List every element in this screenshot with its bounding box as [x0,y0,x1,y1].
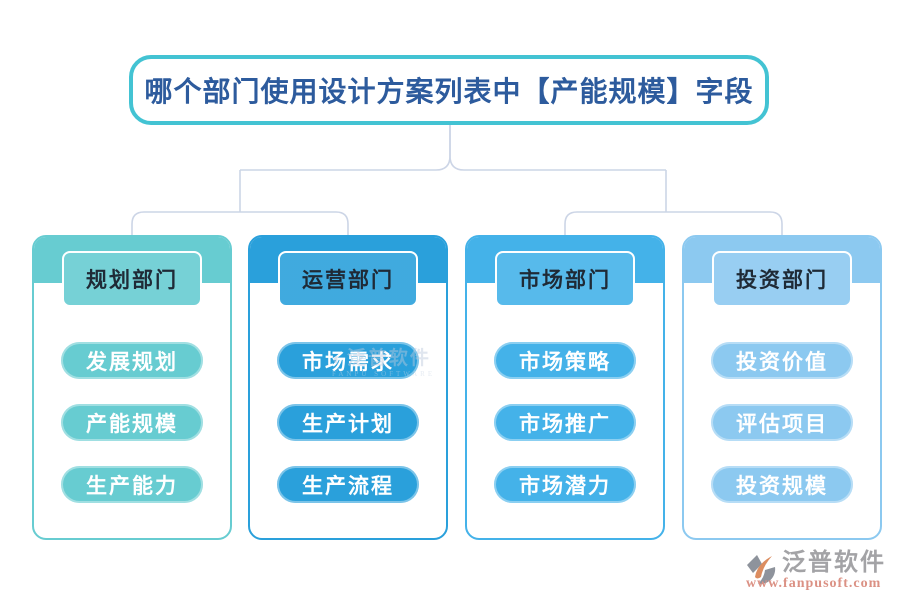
card-investment-department: 投资部门 投资价值 评估项目 投资规模 [682,235,882,540]
field-node: 市场推广 [494,404,636,441]
field-node: 生产能力 [61,466,203,503]
field-node: 评估项目 [711,404,853,441]
connector-root-left [240,125,451,171]
fanpu-logo-icon [747,554,776,584]
field-node-capacity-scale: 产能规模 [61,404,203,441]
department-name-investment: 投资部门 [712,251,852,307]
field-node: 市场需求 [277,342,419,379]
card-operations-department: 运营部门 市场需求 生产计划 生产流程 [248,235,448,540]
logo-leaf-shape [755,555,772,579]
card-planning-department: 规划部门 发展规划 产能规模 生产能力 [32,235,232,540]
fanpu-logo[interactable]: 泛普软件 www.fanpusoft.com [745,550,886,592]
field-node: 生产计划 [277,404,419,441]
connector-left-bracket [131,211,349,235]
brand-name: 泛普软件 [782,549,886,576]
department-name-operations: 运营部门 [278,251,418,307]
card-market-department: 市场部门 市场策略 市场推广 市场潜力 [465,235,665,540]
department-name-planning: 规划部门 [62,251,202,307]
diagram-title: 哪个部门使用设计方案列表中【产能规模】字段 [144,77,754,108]
connector-root-right [449,125,666,171]
logo-arc-shape [758,566,776,584]
field-node: 发展规划 [61,342,203,379]
field-node: 生产流程 [277,466,419,503]
field-node: 投资价值 [711,342,853,379]
field-node: 投资规模 [711,466,853,503]
field-node: 市场潜力 [494,466,636,503]
logo-facet-shape [747,554,762,573]
connector-right-bracket [564,211,783,235]
field-node: 市场策略 [494,342,636,379]
department-name-market: 市场部门 [495,251,635,307]
diagram-title-box: 哪个部门使用设计方案列表中【产能规模】字段 [129,55,769,125]
brand-url[interactable]: www.fanpusoft.com [746,576,882,591]
